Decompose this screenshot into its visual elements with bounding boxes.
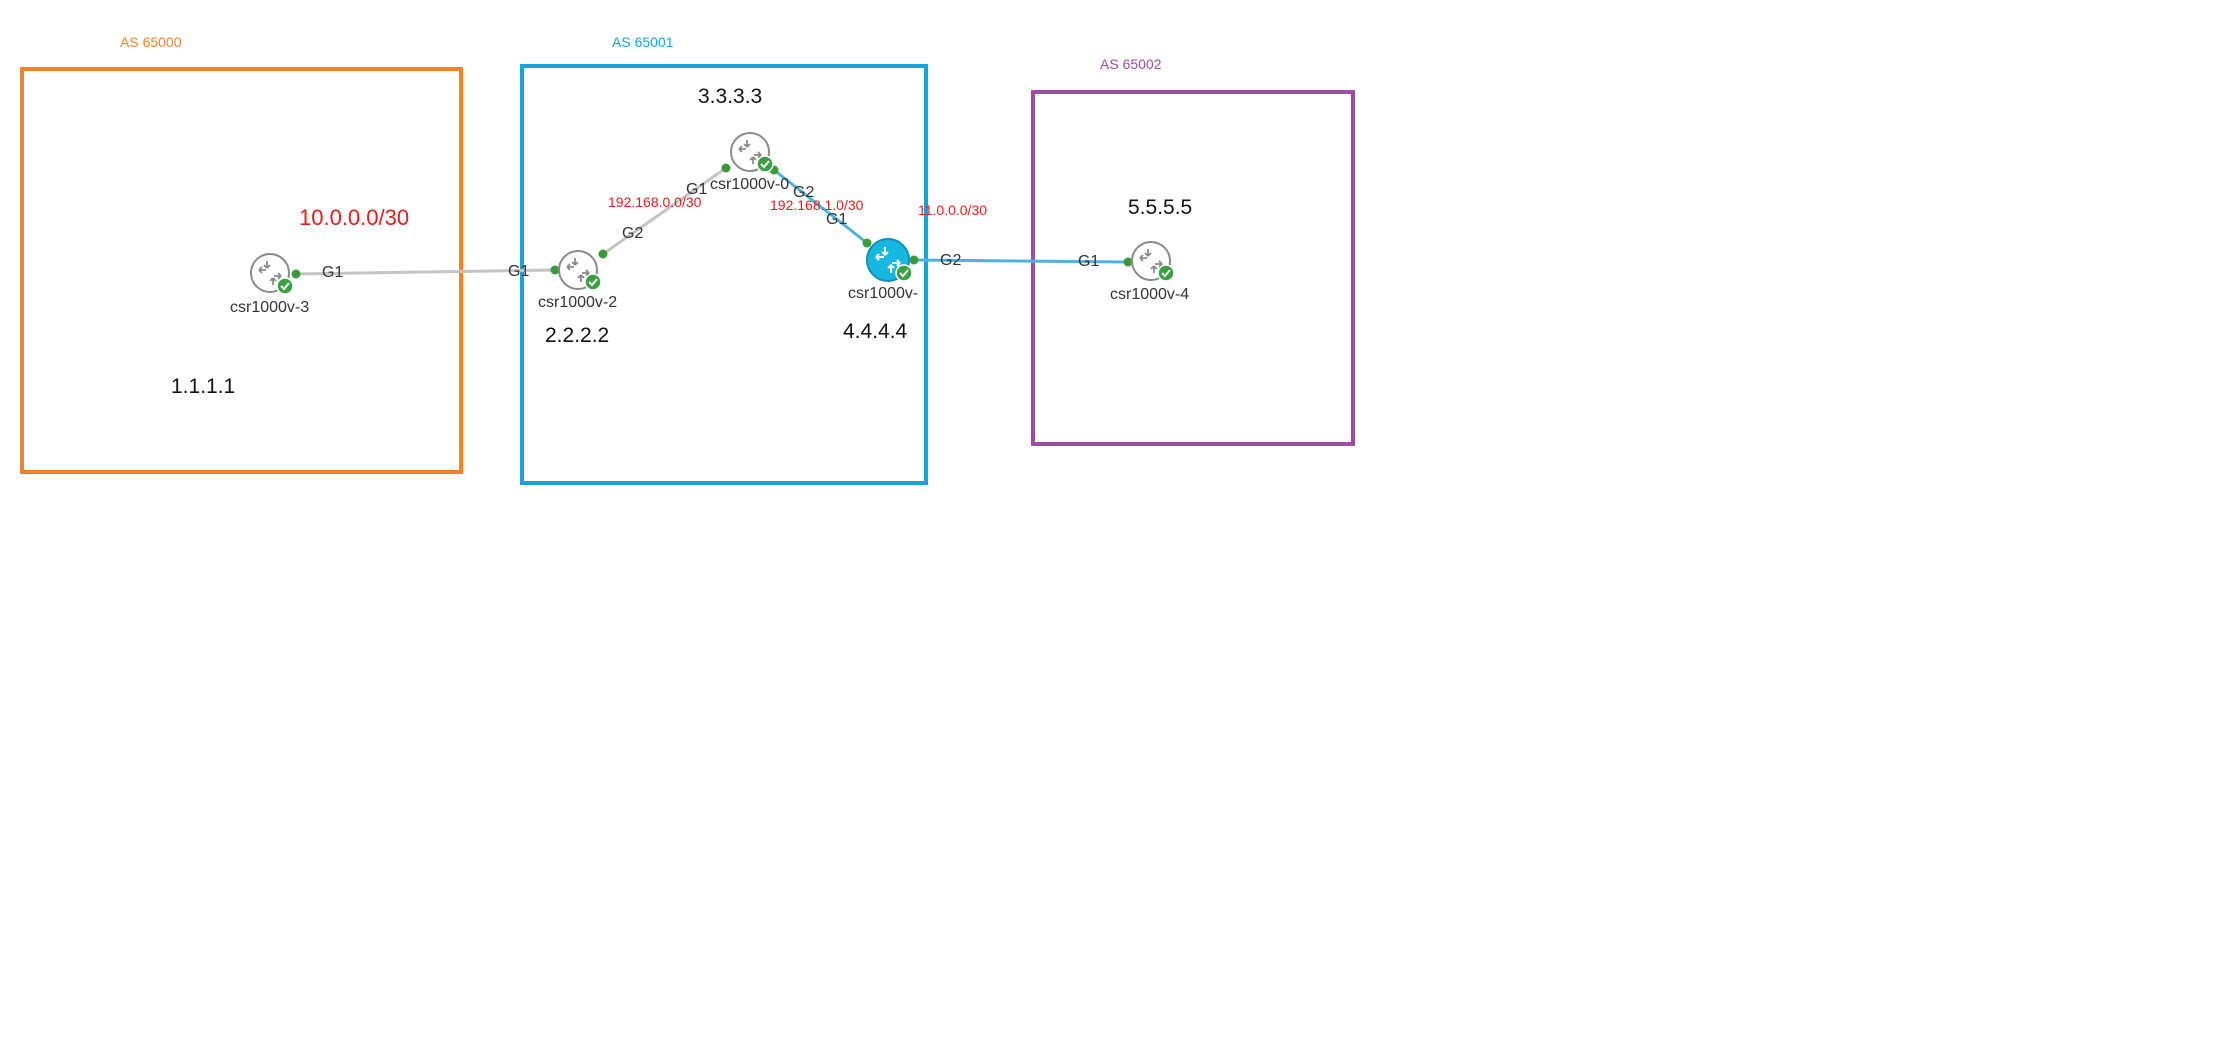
port-csr1-g1[interactable] bbox=[862, 238, 872, 248]
router-id-1-1-1-1: 1.1.1.1 bbox=[171, 375, 235, 398]
link-csr1-csr4[interactable] bbox=[913, 258, 1129, 264]
router-id-4-4-4-4: 4.4.4.4 bbox=[843, 320, 908, 343]
router-node-csr1000v-3[interactable] bbox=[250, 253, 294, 295]
port-csr4-g1[interactable] bbox=[1123, 257, 1133, 267]
iface-label-csr2-g2: G2 bbox=[622, 225, 643, 242]
iface-label-csr1-g2: G2 bbox=[940, 252, 961, 269]
node-label-csr1000v-0: csr1000v-0 bbox=[710, 176, 789, 193]
link-csr2-csr0[interactable] bbox=[602, 166, 727, 256]
iface-label-csr2-g1: G1 bbox=[508, 263, 529, 280]
link-csr3-csr2[interactable] bbox=[295, 268, 556, 276]
router-id-3-3-3-3: 3.3.3.3 bbox=[698, 85, 762, 108]
router-node-csr1000v-1[interactable] bbox=[866, 238, 913, 282]
port-csr1-g2[interactable] bbox=[909, 255, 919, 265]
subnet-label-11-0-0-0: 11.0.0.0/30 bbox=[918, 202, 987, 218]
subnet-label-10-0-0-0: 10.0.0.0/30 bbox=[299, 205, 409, 230]
status-check-icon bbox=[756, 155, 774, 173]
as-65000-label: AS 65000 bbox=[120, 34, 182, 50]
iface-label-csr0-g1: G1 bbox=[686, 181, 707, 198]
status-check-icon bbox=[276, 277, 294, 295]
router-node-csr1000v-2[interactable] bbox=[558, 250, 602, 291]
iface-label-csr3-g1: G1 bbox=[322, 264, 343, 281]
node-label-csr1000v-4: csr1000v-4 bbox=[1110, 286, 1189, 303]
as-65001-label: AS 65001 bbox=[612, 34, 674, 50]
router-node-csr1000v-4[interactable] bbox=[1131, 241, 1175, 282]
subnet-label-192-168-0-0: 192.168.0.0/30 bbox=[608, 194, 702, 210]
status-check-icon bbox=[1157, 264, 1175, 282]
port-csr0-g1[interactable] bbox=[721, 163, 731, 173]
link-csr0-csr1[interactable] bbox=[773, 168, 868, 245]
iface-label-csr1-g1: G1 bbox=[826, 211, 847, 228]
as-65001-box bbox=[520, 64, 928, 485]
node-label-csr1000v-1: csr1000v- bbox=[848, 285, 918, 302]
node-label-csr1000v-2: csr1000v-2 bbox=[538, 294, 617, 311]
port-csr3-g1[interactable] bbox=[291, 269, 301, 279]
as-65002-label: AS 65002 bbox=[1100, 56, 1162, 72]
iface-label-csr4-g1: G1 bbox=[1078, 253, 1099, 270]
subnet-label-192-168-1-0: 192.168.1.0/30 bbox=[770, 197, 864, 213]
port-csr2-g2[interactable] bbox=[598, 249, 608, 259]
status-check-icon bbox=[584, 273, 602, 291]
node-label-csr1000v-3: csr1000v-3 bbox=[230, 299, 309, 316]
port-csr2-g1[interactable] bbox=[550, 265, 560, 275]
router-id-5-5-5-5: 5.5.5.5 bbox=[1128, 196, 1192, 219]
as-65002-box bbox=[1031, 90, 1355, 446]
as-65000-box bbox=[20, 67, 463, 474]
router-node-csr1000v-0[interactable] bbox=[730, 132, 774, 173]
status-check-icon bbox=[895, 264, 913, 282]
iface-label-csr0-g2: G2 bbox=[793, 184, 814, 201]
router-id-2-2-2-2: 2.2.2.2 bbox=[545, 324, 609, 347]
